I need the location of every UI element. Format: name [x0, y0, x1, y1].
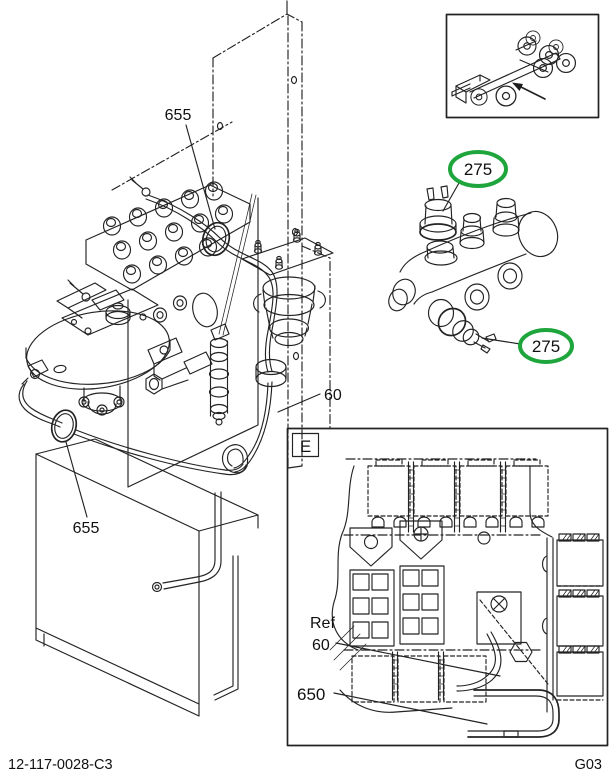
callout-655-top-group: 655 — [165, 107, 216, 230]
callout-ref-60-group: Ref 60 — [310, 615, 501, 677]
air-valve-drawing — [241, 228, 334, 347]
footer-page-code: G03 — [575, 757, 602, 773]
callout-ref-word: Ref — [310, 615, 335, 632]
location-arrow-icon — [512, 82, 546, 100]
pressure-switch-lower-drawing — [427, 298, 497, 354]
leader-655-top — [185, 124, 216, 230]
leader-650 — [333, 692, 488, 725]
truck-inset-frame — [445, 13, 600, 119]
frame-rail-drawing — [35, 438, 259, 717]
bracket-panel-drawing — [111, 0, 331, 469]
clamp-ring-top — [201, 221, 231, 257]
highlight-ellipse-275-lower — [518, 328, 574, 364]
pivot-plate-drawing — [21, 282, 171, 416]
truck-locator-inset — [445, 13, 600, 119]
clamp-loop-bottom — [50, 409, 78, 443]
footer-doc-number: 12-117-0028-C3 — [8, 757, 113, 773]
callout-60: 60 — [324, 387, 342, 404]
leader-655-bottom — [65, 441, 88, 518]
leader-60 — [277, 393, 321, 413]
callout-650: 650 — [297, 685, 325, 704]
leader-275-lower — [481, 337, 521, 345]
sensor-fitting-drawing — [145, 323, 230, 426]
hose-clamp-band — [255, 358, 287, 388]
callout-275-lower-group: 275 — [481, 328, 574, 364]
callout-655-bottom: 655 — [73, 520, 100, 537]
inset-e-tag: E — [300, 437, 311, 456]
callout-ref-60: 60 — [312, 637, 330, 654]
hose-60-drawing — [129, 176, 287, 473]
highlight-ellipse-275-upper — [448, 150, 508, 188]
callout-655-top: 655 — [165, 107, 192, 124]
callout-655-bottom-group: 655 — [65, 441, 100, 537]
hose-655-drawing — [18, 380, 249, 476]
callout-275-upper-group: 275 — [442, 150, 508, 212]
callout-275-lower: 275 — [532, 337, 560, 356]
callout-60-group: 60 — [277, 387, 342, 413]
leader-275-upper — [442, 182, 460, 212]
leader-ref-60 — [335, 642, 501, 677]
main-assembly-drawing: 655 655 60 — [18, 0, 342, 717]
callout-650-group: 650 — [297, 685, 488, 725]
callout-275-upper: 275 — [464, 160, 492, 179]
pressure-switch-upper-drawing — [419, 185, 458, 266]
inset-e-frame — [286, 427, 609, 747]
inset-e-tag-box — [291, 432, 320, 458]
pressure-switch-manifold-drawing: 275 275 — [388, 150, 574, 364]
inset-e: E — [286, 427, 609, 747]
mounting-bracket-650-drawing — [467, 689, 560, 738]
fuse-panel-drawing — [329, 458, 604, 738]
truck-chassis-icon — [451, 30, 577, 107]
